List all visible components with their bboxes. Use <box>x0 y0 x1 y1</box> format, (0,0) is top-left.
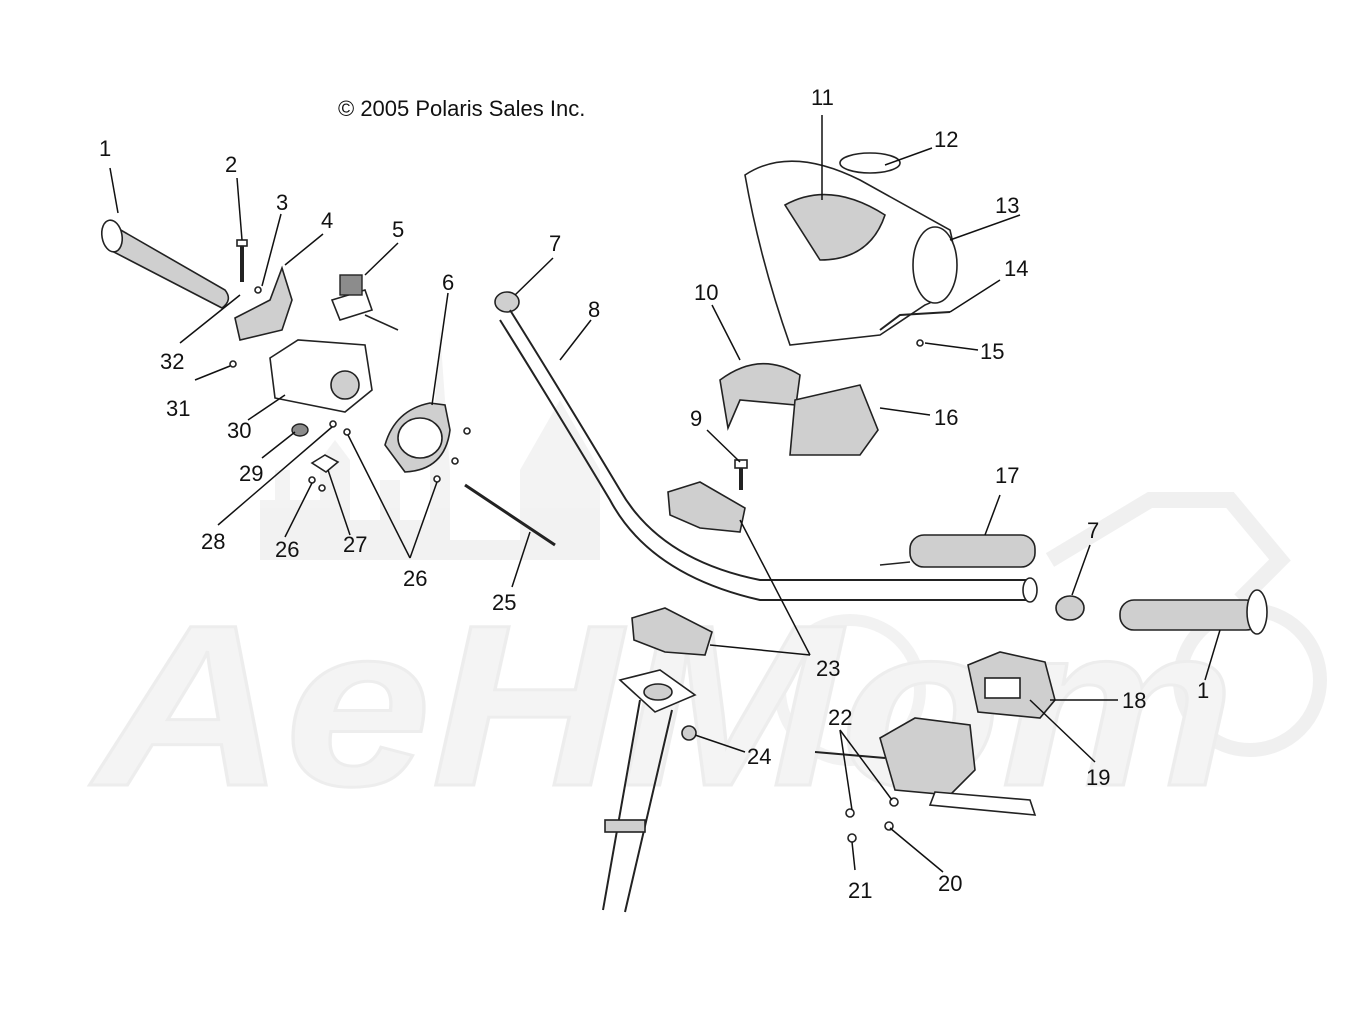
wire-harness-part <box>879 311 951 331</box>
callout-4: 4 <box>321 208 333 233</box>
callout-8: 8 <box>588 297 600 322</box>
cover-part <box>384 402 451 473</box>
leader-lines <box>109 115 1221 873</box>
right-grip-part <box>1119 589 1268 635</box>
callout-11: 11 <box>811 85 834 110</box>
throttle-housing-part <box>269 339 373 413</box>
callout-27: 27 <box>343 532 367 557</box>
callout-19: 19 <box>1086 765 1110 790</box>
callout-16: 16 <box>934 405 958 430</box>
screw-part-26b <box>318 484 326 492</box>
callout-10: 10 <box>694 280 718 305</box>
callout-7-left: 7 <box>549 231 561 256</box>
screw-part-31 <box>229 360 237 368</box>
steering-post-part <box>602 669 697 913</box>
callout-5: 5 <box>392 217 404 242</box>
cover-upper-part <box>719 362 801 431</box>
callout-14: 14 <box>1004 256 1028 281</box>
callout-3: 3 <box>276 190 288 215</box>
callout-12: 12 <box>934 127 958 152</box>
lower-clamp-part <box>631 607 713 656</box>
callout-7-right: 7 <box>1087 518 1099 543</box>
copyright-text: © 2005 Polaris Sales Inc. <box>338 96 585 121</box>
callout-26-left: 26 <box>275 537 299 562</box>
right-switch-housing-part <box>967 651 1056 719</box>
cover-lower-part <box>789 384 879 456</box>
callout-17: 17 <box>995 463 1019 488</box>
nut-part <box>681 725 697 741</box>
callout-31: 31 <box>166 396 190 421</box>
screw-part-26a <box>308 476 316 484</box>
callout-1-right: 1 <box>1197 678 1209 703</box>
callout-25: 25 <box>492 590 516 615</box>
washer-part-3 <box>254 286 262 294</box>
callout-26-right: 26 <box>403 566 427 591</box>
callout-6: 6 <box>442 270 454 295</box>
callouts: 1 2 3 4 5 6 7 8 9 10 11 12 13 14 15 16 1… <box>99 85 1209 903</box>
bolt-part-9 <box>734 459 748 490</box>
callout-29: 29 <box>239 461 263 486</box>
grip-heater-part <box>879 534 1036 568</box>
callout-32: 32 <box>160 349 184 374</box>
screw-part-15 <box>916 339 924 347</box>
brake-master-cylinder-part <box>814 717 1037 816</box>
callout-20: 20 <box>938 871 962 896</box>
callout-24: 24 <box>747 744 771 769</box>
handlebar-part <box>499 309 1038 603</box>
callout-28: 28 <box>201 529 225 554</box>
callout-1-left: 1 <box>99 136 111 161</box>
callout-2: 2 <box>225 152 237 177</box>
handlebar-pod-part <box>744 152 958 346</box>
callout-9: 9 <box>690 406 702 431</box>
callout-13: 13 <box>995 193 1019 218</box>
callout-30: 30 <box>227 418 251 443</box>
cable-part <box>464 483 556 547</box>
callout-15: 15 <box>980 339 1004 364</box>
bar-plug-part-left <box>494 291 520 313</box>
screw-part-2 <box>236 239 248 282</box>
throttle-lever-part <box>234 265 293 341</box>
callout-23: 23 <box>816 656 840 681</box>
left-grip-part <box>100 219 230 309</box>
bar-plug-part-right <box>1055 595 1085 621</box>
callout-18: 18 <box>1122 688 1146 713</box>
callout-21: 21 <box>848 878 872 903</box>
small-screws-left <box>329 420 471 483</box>
switch-part <box>330 274 399 331</box>
plug-part <box>291 423 309 437</box>
plate-part <box>310 454 340 473</box>
upper-clamp-part <box>667 481 746 533</box>
callout-22: 22 <box>828 705 852 730</box>
